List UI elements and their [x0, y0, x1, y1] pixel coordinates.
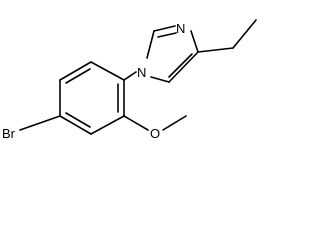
bromine-atom-label: Br — [2, 126, 16, 141]
bond-c2-o — [123, 115, 149, 131]
bond-c3-c4 — [59, 115, 92, 135]
bond-c5-n1 — [150, 76, 170, 83]
imidazole-ring — [146, 25, 199, 83]
bond-c1-n1 — [123, 71, 137, 81]
double-bond-c3-c4-inner — [65, 112, 91, 128]
bond-c2-n3 — [153, 25, 176, 32]
bond-c4-c5 — [168, 51, 199, 83]
nitrogen-atom-label-n1: N — [137, 65, 146, 80]
bond-o-ch3 — [162, 115, 187, 131]
oxygen-atom-label: O — [150, 126, 160, 141]
nitrogen-atom-label-ring: N — [176, 21, 185, 36]
chemical-structure-diagram: Br O N N — [2, 19, 257, 141]
bond-c6-c1 — [90, 61, 125, 81]
bond-ch2-ch3 — [232, 19, 257, 49]
bond-n3-c4 — [190, 30, 199, 53]
bond-c4-br — [19, 115, 61, 131]
benzene-ring — [59, 61, 125, 135]
bond-c4-ch2 — [197, 47, 234, 53]
bond-c2-c3 — [90, 115, 125, 135]
double-bond-c2-n3-inner — [157, 32, 177, 38]
bond-c5-c6 — [59, 61, 92, 81]
double-bond-c4-c5-inner — [168, 53, 193, 78]
double-bond-c5-c6-inner — [65, 68, 91, 84]
bond-n1-c2 — [146, 30, 155, 59]
